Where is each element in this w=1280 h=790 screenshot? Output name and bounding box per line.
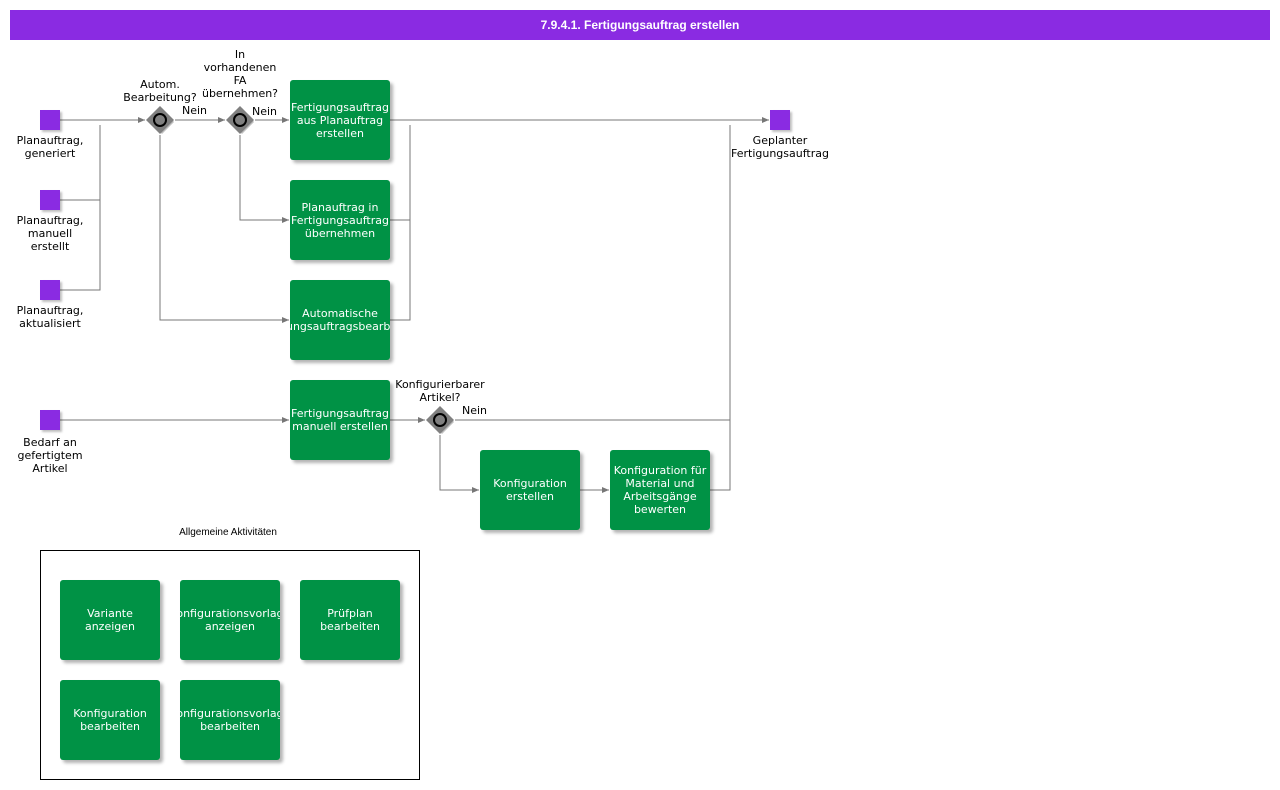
flow-konfig-ja (439, 435, 479, 493)
flow-label-nein-vorhanden: Nein (252, 105, 278, 118)
flow-bewerten-end (710, 420, 731, 491)
general-activities-title: Allgemeine Aktivitäten (179, 527, 277, 538)
gateway-vorhanden-uebernehmen[interactable] (225, 105, 255, 135)
event-planauftrag-manuell[interactable] (40, 190, 60, 210)
event-label-bedarf: Bedarf an gefertigtem Artikel (17, 436, 83, 475)
flow-label-nein-konfig: Nein (462, 404, 488, 417)
task-konfigurationsvorlage-anzeigen[interactable]: Konfigurationsvorlage anzeigen (180, 580, 280, 660)
event-planauftrag-generiert[interactable] (40, 110, 60, 130)
gateway-autom-bearbeitung[interactable] (145, 105, 175, 135)
task-variante-anzeigen[interactable]: Variante anzeigen (60, 580, 160, 660)
task-konfiguration-erstellen[interactable]: Konfiguration erstellen (480, 450, 580, 530)
flow-automatisch-merge (390, 220, 411, 321)
gateway-konfigurierbarer-artikel[interactable] (425, 405, 455, 435)
flow-vorhanden-uebernehmen (239, 135, 289, 223)
event-label-planauftrag-generiert: Planauftrag, generiert (16, 134, 84, 160)
task-konfiguration-bearbeiten[interactable]: Konfiguration bearbeiten (60, 680, 160, 760)
gateway-label-autom: Autom. Bearbeitung? (123, 78, 197, 104)
gateway-label-vorhanden: In vorhandenen FA übernehmen? (201, 48, 279, 100)
flow-konfig-nein (455, 125, 731, 421)
task-fa-aus-planauftrag[interactable]: Fertigungsauftrag aus Planauftrag erstel… (290, 80, 390, 160)
event-label-planauftrag-aktualisiert: Planauftrag, aktualisiert (16, 304, 84, 330)
task-fa-manuell-erstellen[interactable]: Fertigungsauftrag manuell erstellen (290, 380, 390, 460)
task-konfigurationsvorlage-bearbeiten[interactable]: Konfigurationsvorlage bearbeiten (180, 680, 280, 760)
flow-label-nein-autom: Nein (182, 104, 208, 117)
flow-autom-automatisch (159, 135, 289, 323)
task-automatische-bearbeitung[interactable]: Automatische Fertigungsauftragsbearbeitu… (290, 280, 390, 360)
event-bedarf[interactable] (40, 410, 60, 430)
event-label-geplanter-fertigungsauftrag: Geplanter Fertigungsauftrag (731, 134, 829, 160)
task-konfiguration-bewerten[interactable]: Konfiguration für Material und Arbeitsgä… (610, 450, 710, 530)
diagram-title: 7.9.4.1. Fertigungsauftrag erstellen (10, 10, 1270, 40)
task-pruefplan-bearbeiten[interactable]: Prüfplan bearbeiten (300, 580, 400, 660)
event-label-planauftrag-manuell: Planauftrag, manuell erstellt (16, 214, 84, 253)
event-geplanter-fertigungsauftrag[interactable] (770, 110, 790, 130)
gateway-label-konfig: Konfigurierbarer Artikel? (395, 378, 485, 404)
flow-aktualisiert-merge (60, 200, 101, 291)
flow-plan-in-fa-merge (390, 125, 411, 221)
task-planauftrag-in-fa[interactable]: Planauftrag in Fertigungsauftrag überneh… (290, 180, 390, 260)
event-planauftrag-aktualisiert[interactable] (40, 280, 60, 300)
